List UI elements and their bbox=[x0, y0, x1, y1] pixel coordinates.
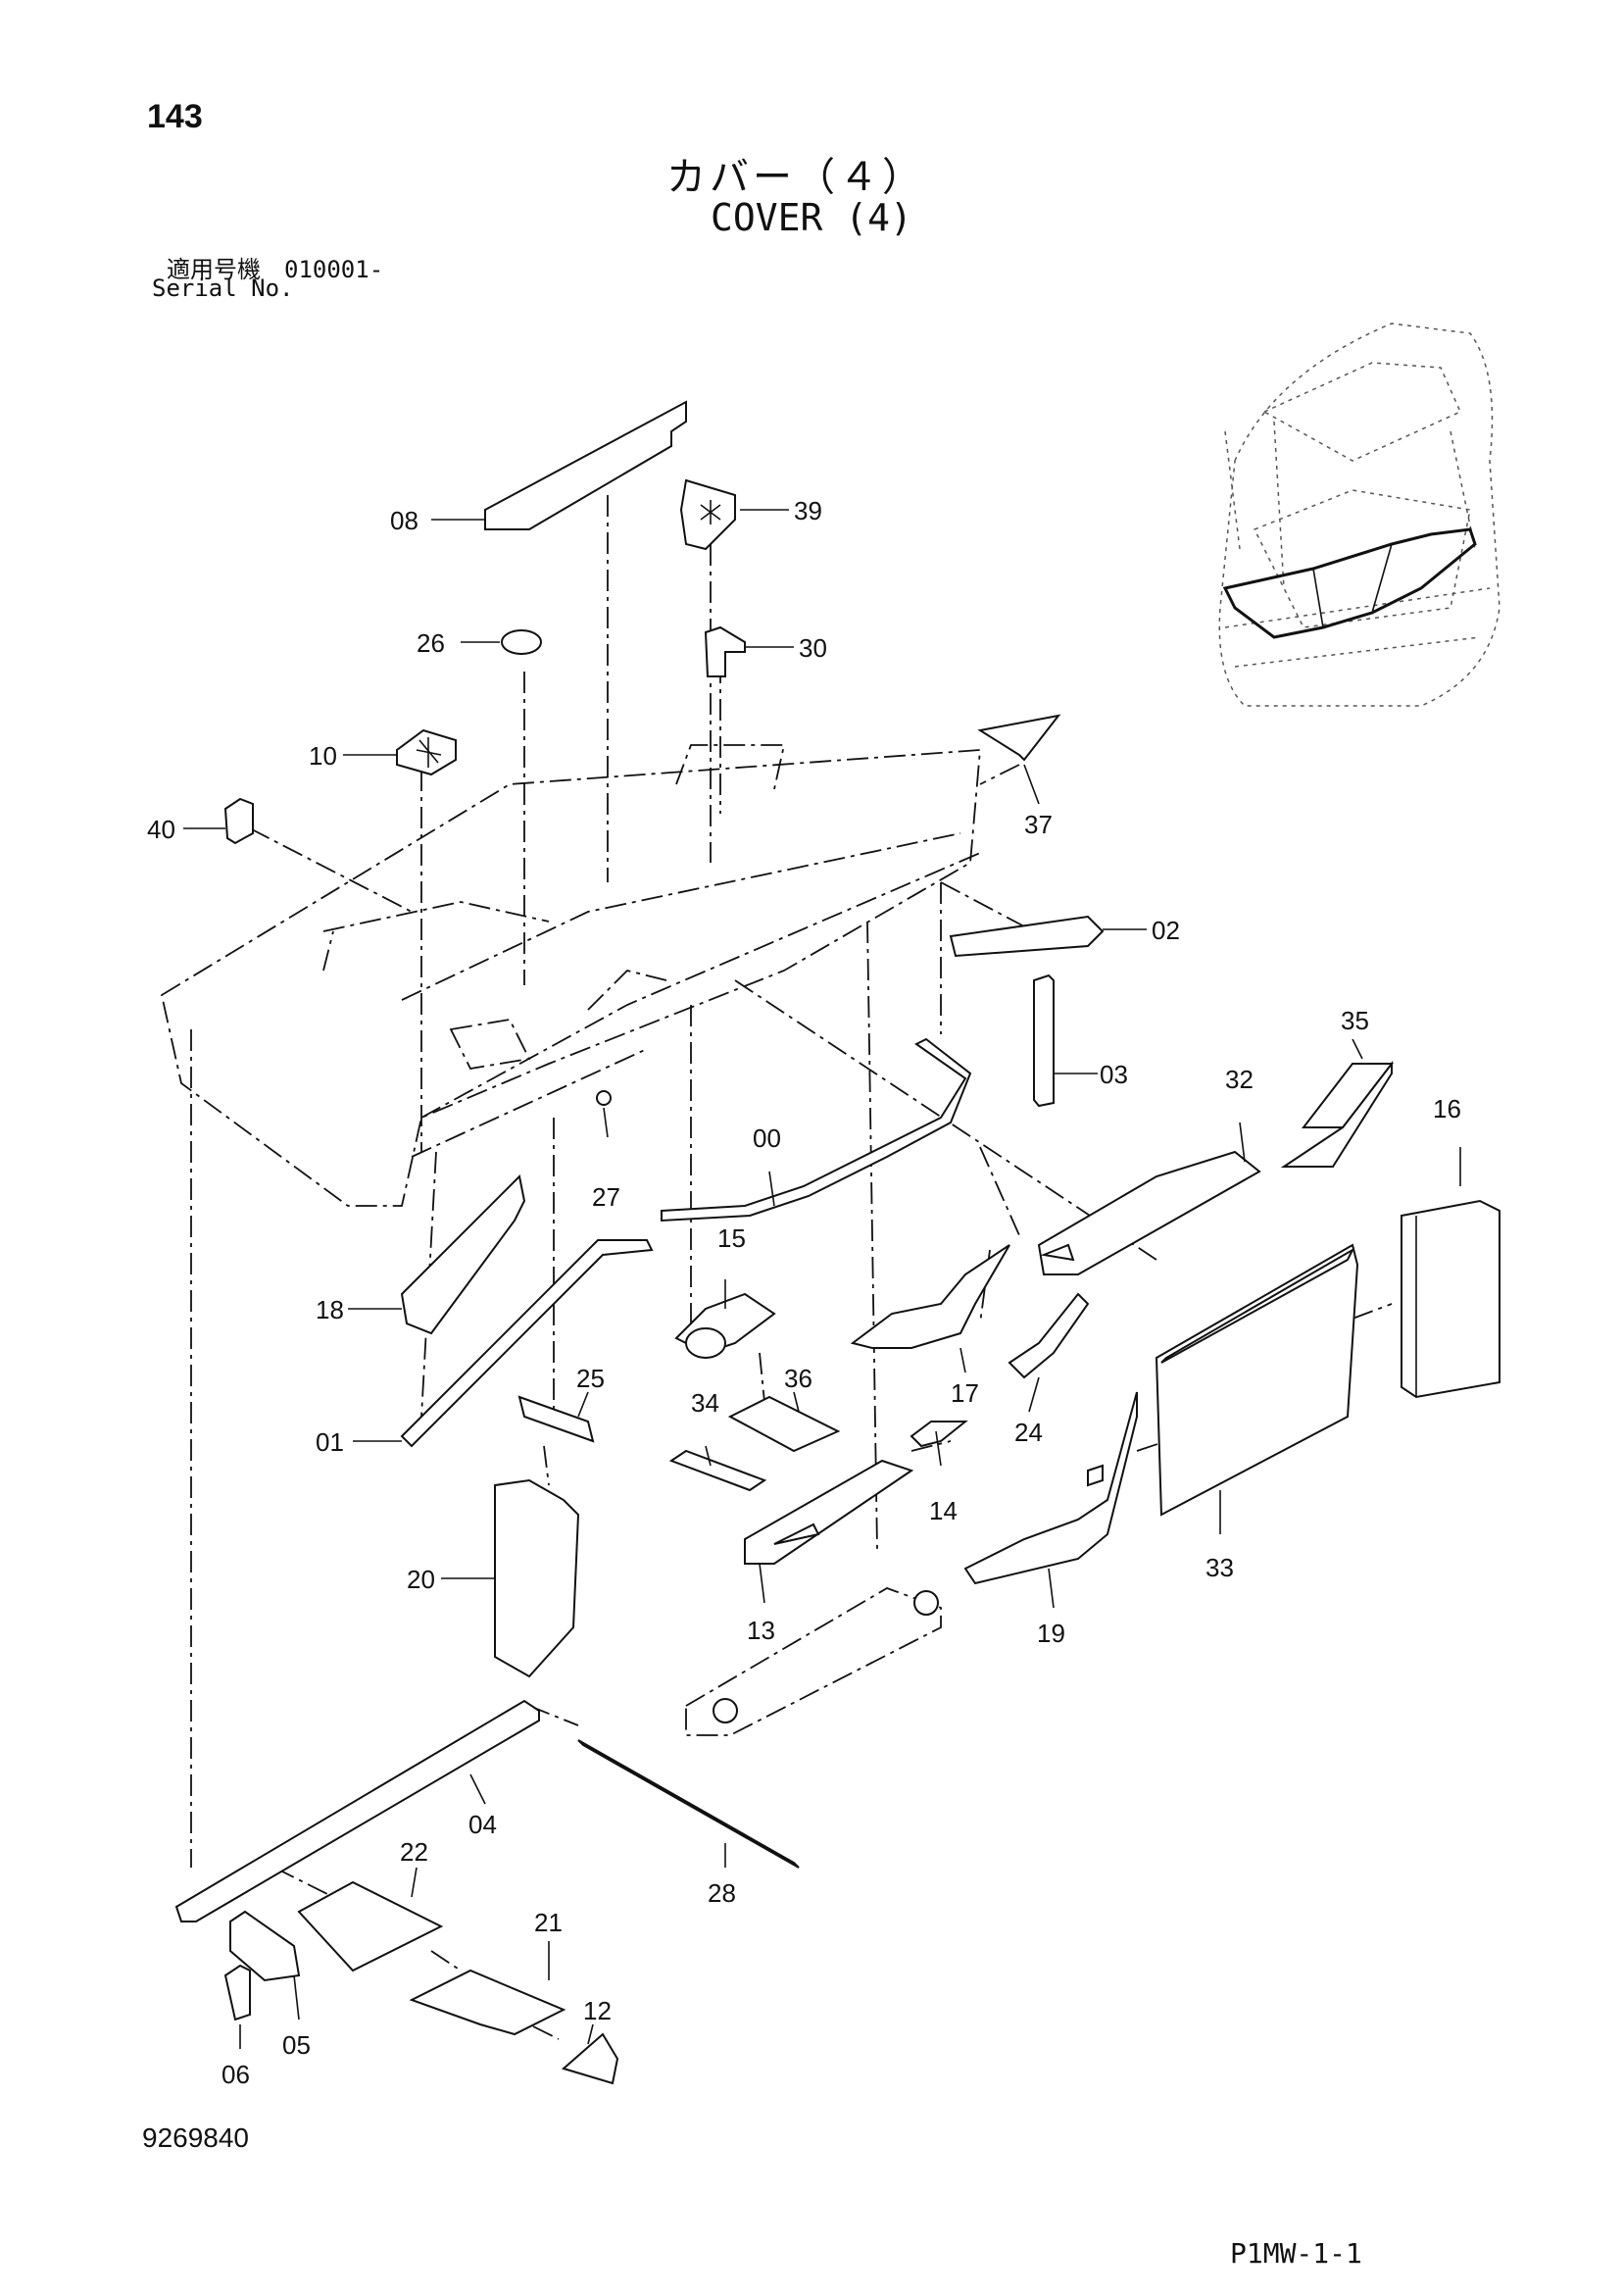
label-04: 04 bbox=[468, 1810, 497, 1839]
label-05: 05 bbox=[282, 2030, 311, 2060]
part-17-shape bbox=[850, 1244, 1010, 1349]
part-33-shape bbox=[1155, 1243, 1359, 1517]
part-04-shape bbox=[174, 1699, 540, 1922]
page-code: P1MW-1-1 bbox=[1230, 2237, 1362, 2270]
page-number: 143 bbox=[147, 98, 203, 135]
part-10-shape bbox=[396, 728, 457, 776]
label-06: 06 bbox=[221, 2060, 250, 2089]
part-03-shape bbox=[1033, 973, 1055, 1108]
label-25: 25 bbox=[576, 1364, 605, 1393]
document-number: 9269840 bbox=[142, 2122, 250, 2153]
label-39: 39 bbox=[794, 496, 822, 525]
part-21-shape bbox=[409, 1969, 566, 2036]
label-01: 01 bbox=[316, 1427, 344, 1457]
part-27-shape bbox=[596, 1090, 612, 1106]
label-03: 03 bbox=[1100, 1060, 1128, 1089]
label-13: 13 bbox=[747, 1616, 775, 1645]
part-08-shape bbox=[484, 400, 687, 530]
label-35: 35 bbox=[1341, 1006, 1369, 1035]
label-20: 20 bbox=[407, 1565, 435, 1594]
serial-label-japanese: 適用号機 010001- bbox=[167, 256, 384, 283]
part-34-shape bbox=[668, 1449, 767, 1492]
label-18: 18 bbox=[316, 1295, 344, 1324]
label-16: 16 bbox=[1433, 1094, 1461, 1123]
part-16-shape bbox=[1401, 1199, 1500, 1399]
main-frame bbox=[160, 744, 981, 1207]
part-02-shape bbox=[949, 915, 1105, 958]
part-13-shape bbox=[744, 1459, 914, 1565]
part-06-shape bbox=[223, 1964, 251, 2021]
part-39-shape bbox=[679, 478, 736, 551]
cab-thumbnail bbox=[1218, 323, 1500, 707]
part-24-shape bbox=[1008, 1292, 1090, 1379]
label-28: 28 bbox=[708, 1878, 736, 1908]
part-05-shape bbox=[229, 1910, 301, 1982]
serial-label-english: Serial No. bbox=[152, 275, 294, 302]
label-17: 17 bbox=[951, 1378, 979, 1408]
title-english: COVER (4) bbox=[711, 196, 912, 239]
label-33: 33 bbox=[1205, 1553, 1234, 1582]
title-japanese: カバー（４） bbox=[666, 155, 925, 200]
part-35-shape bbox=[1280, 1061, 1395, 1168]
reference-lines bbox=[190, 495, 1393, 2040]
label-36: 36 bbox=[784, 1364, 812, 1393]
label-02: 02 bbox=[1152, 916, 1180, 945]
label-22: 22 bbox=[400, 1837, 428, 1867]
label-19: 19 bbox=[1037, 1619, 1065, 1648]
label-40: 40 bbox=[147, 815, 175, 844]
label-10: 10 bbox=[309, 741, 337, 771]
part-19-shape bbox=[963, 1391, 1138, 1585]
part-28-shape bbox=[577, 1739, 800, 1869]
label-34: 34 bbox=[691, 1388, 719, 1418]
label-08: 08 bbox=[390, 506, 418, 535]
part-32-shape bbox=[1037, 1150, 1261, 1275]
part-25-shape bbox=[517, 1395, 595, 1443]
label-15: 15 bbox=[717, 1223, 746, 1253]
label-37: 37 bbox=[1024, 810, 1053, 839]
part-37-shape bbox=[977, 714, 1061, 762]
part-30-shape bbox=[704, 625, 746, 677]
label-14: 14 bbox=[929, 1496, 958, 1525]
part-12-shape bbox=[561, 2032, 619, 2085]
part-00-shape bbox=[661, 1037, 972, 1223]
part-26-shape bbox=[501, 629, 542, 655]
part-14-shape bbox=[910, 1421, 968, 1448]
part-20-shape bbox=[494, 1478, 580, 1678]
callout-leaders bbox=[183, 509, 1461, 2049]
part-22-shape bbox=[297, 1880, 444, 1972]
part-18-shape bbox=[400, 1173, 526, 1335]
label-24: 24 bbox=[1014, 1418, 1043, 1447]
label-00: 00 bbox=[753, 1123, 781, 1153]
label-32: 32 bbox=[1225, 1065, 1254, 1094]
label-30: 30 bbox=[799, 633, 827, 663]
label-21: 21 bbox=[534, 1908, 563, 1937]
label-26: 26 bbox=[417, 628, 445, 658]
part-40-shape bbox=[223, 797, 254, 845]
part-15-shape bbox=[674, 1292, 776, 1359]
label-12: 12 bbox=[583, 1996, 612, 2025]
track-frame bbox=[685, 1587, 942, 1736]
part-01-shape bbox=[400, 1239, 654, 1448]
part-36-shape bbox=[727, 1395, 841, 1453]
label-27: 27 bbox=[592, 1182, 620, 1212]
